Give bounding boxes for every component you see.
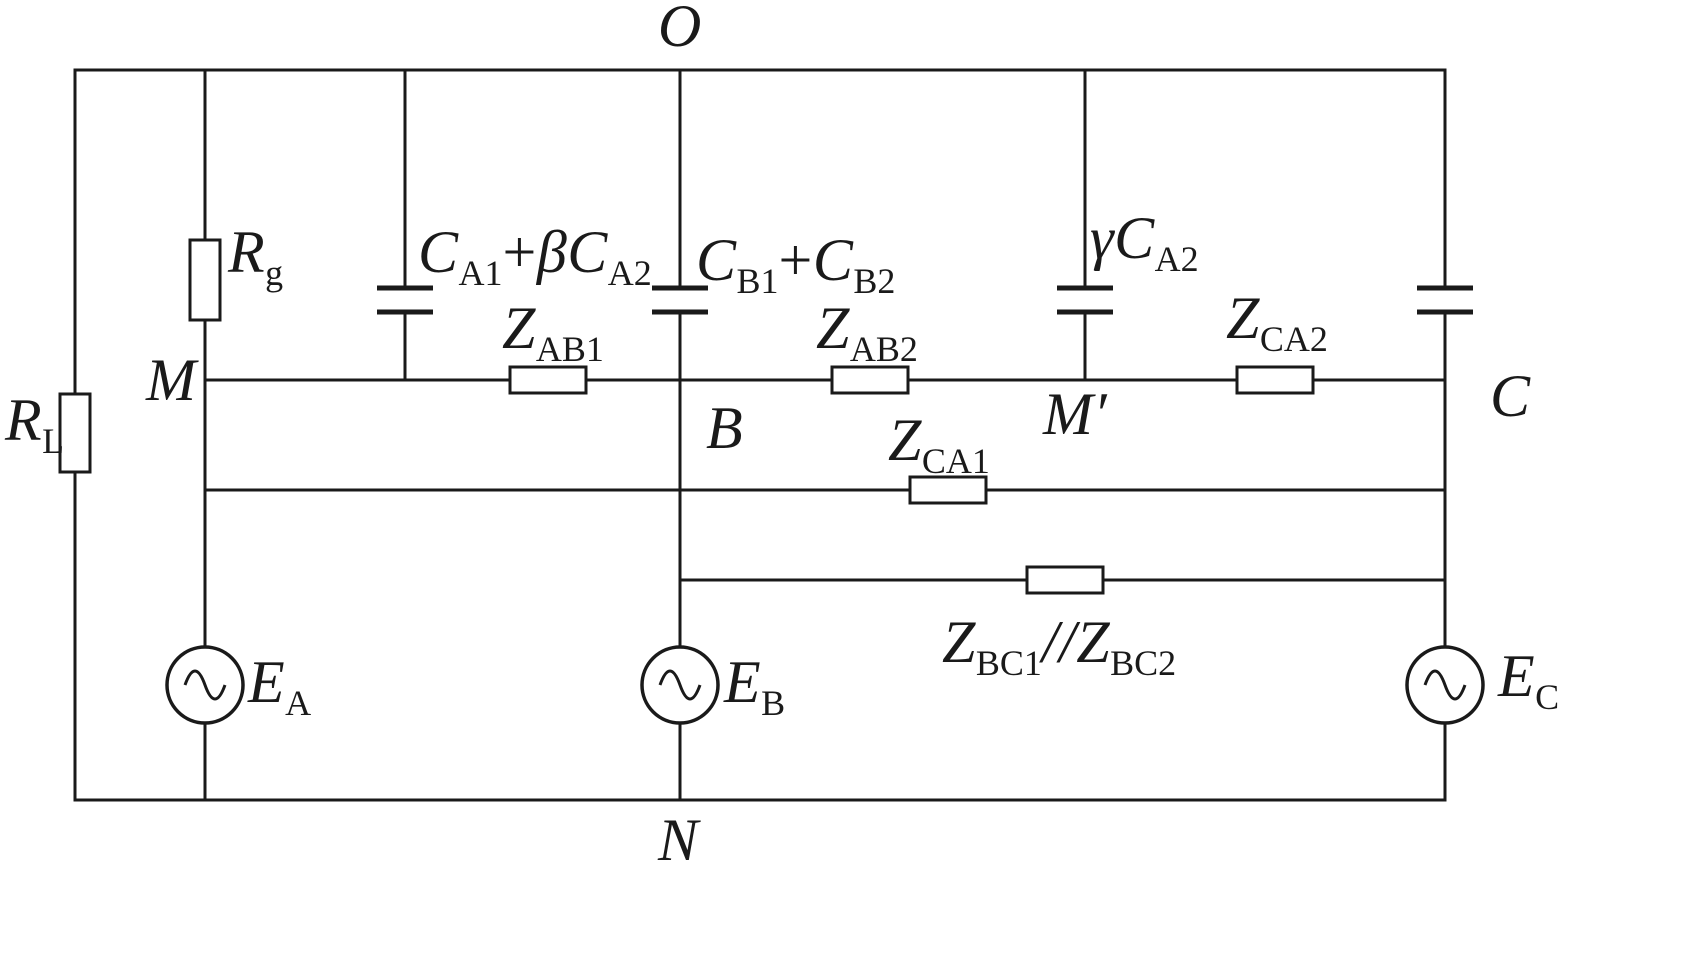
capacitor-phase-c (1417, 285, 1473, 315)
label-zca2: ZCA2 (1226, 285, 1328, 359)
impedance-zab1 (508, 365, 588, 395)
impedance-zca2 (1235, 365, 1315, 395)
resistor-rg (188, 238, 222, 322)
label-eb: EB (724, 649, 786, 723)
impedance-zab2 (830, 365, 910, 395)
label-zca1: ZCA1 (888, 407, 990, 481)
source-eb (640, 645, 720, 725)
capacitors (377, 285, 1473, 315)
impedance-zca1 (908, 475, 988, 505)
sine-wave-icon (658, 669, 702, 701)
label-zab2: ZAB2 (816, 295, 918, 369)
label-ea: EA (248, 649, 312, 723)
label-zab1: ZAB1 (502, 295, 604, 369)
sine-wave-icon (183, 669, 227, 701)
label-node-m: M (146, 347, 197, 413)
label-ec: EC (1498, 643, 1560, 717)
label-zbc: ZBC1//ZBC2 (942, 609, 1177, 683)
label-rl: RL (5, 387, 65, 461)
label-node-b: B (706, 395, 744, 461)
resistor-rl (58, 392, 92, 474)
source-ec (1405, 645, 1485, 725)
impedance-boxes (58, 238, 1315, 595)
sources (165, 645, 1485, 725)
capacitor-gamma-ca2 (1057, 285, 1113, 315)
label-cap-a: CA1+βCA2 (418, 219, 652, 293)
sine-wave-icon (1423, 669, 1467, 701)
source-ea (165, 645, 245, 725)
label-rg: Rg (228, 219, 284, 293)
impedance-zbc (1025, 565, 1105, 595)
label-node-m-prime: M′ (1043, 381, 1108, 447)
label-node-o: O (658, 0, 702, 59)
label-node-n: N (658, 807, 699, 873)
label-cap-gamma: γCA2 (1090, 205, 1199, 279)
label-cap-b: CB1+CB2 (696, 227, 896, 301)
label-node-c: C (1490, 363, 1531, 429)
capacitor-cb1-cb2 (652, 285, 708, 315)
capacitor-ca1-bca2 (377, 285, 433, 315)
